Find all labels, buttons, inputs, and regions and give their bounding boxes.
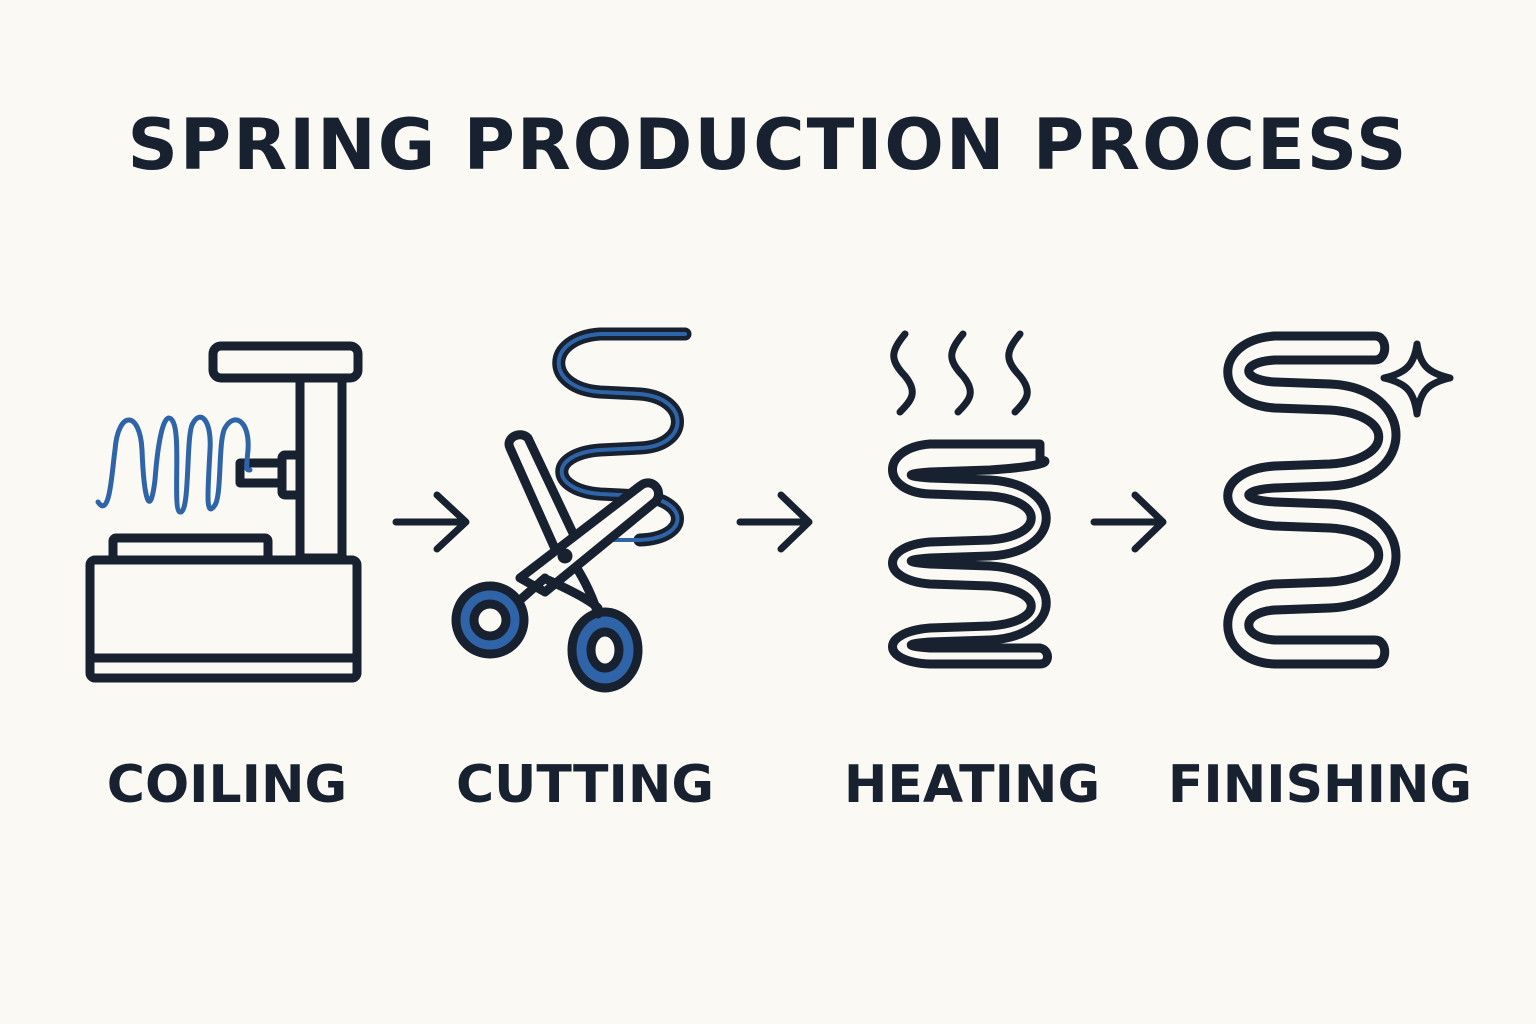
diagram-title: SPRING PRODUCTION PROCESS [127,104,1409,186]
step-label-coiling: COILING [106,755,348,815]
wire-coil-icon [95,414,253,515]
sparkle-icon [1380,340,1454,418]
coiling-machine-icon [85,341,363,683]
arrow-right-icon [736,491,813,553]
heat-waves-icon [890,330,1031,416]
arrow-right-icon [1090,491,1167,553]
step-label-finishing: FINISHING [1167,755,1473,815]
heated-spring-icon [888,439,1052,669]
step-label-heating: HEATING [843,755,1101,815]
scissors-icon [451,430,663,693]
step-label-cutting: CUTTING [455,755,715,815]
arrow-right-icon [392,491,470,553]
finished-spring-icon [1223,331,1401,669]
